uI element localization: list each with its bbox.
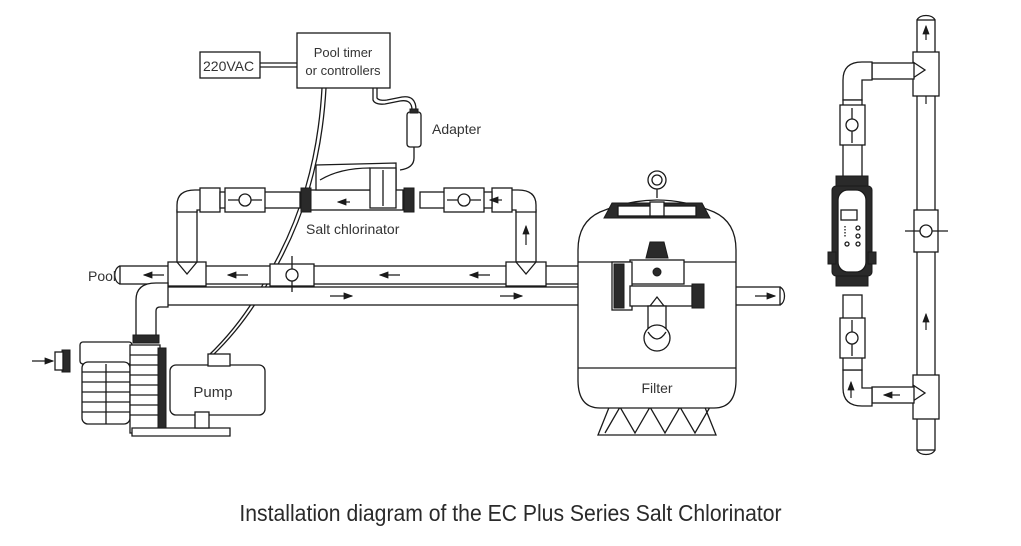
power-label: 220VAC xyxy=(203,58,254,74)
pool-pump: Pump xyxy=(32,282,266,437)
diagram-caption: Installation diagram of the EC Plus Seri… xyxy=(239,500,782,526)
pump-label: Pump xyxy=(193,384,232,401)
power-supply-box: 220VAC xyxy=(199,51,261,79)
pool-timer-controller-box: Pool timer or controllers xyxy=(296,32,391,89)
adapter-label: Adapter xyxy=(432,121,481,137)
controller-label-line1: Pool timer xyxy=(314,45,373,60)
side-view-installation xyxy=(827,14,948,456)
chlorinator-label: Salt chlorinator xyxy=(306,221,400,237)
salt-chlorinator-cell: Salt chlorinator xyxy=(300,162,415,237)
pool-label: Pool xyxy=(88,268,116,284)
sand-filter: Filter xyxy=(577,170,737,436)
adapter-to-cell-cable xyxy=(399,147,415,171)
power-cable xyxy=(260,62,297,68)
controller-label-line2: or controllers xyxy=(305,63,381,78)
return-pipe-valve xyxy=(269,256,315,292)
bypass-loop xyxy=(167,187,547,287)
adapter: Adapter xyxy=(406,108,481,148)
filter-label: Filter xyxy=(641,380,672,396)
adapter-cable xyxy=(372,88,417,111)
